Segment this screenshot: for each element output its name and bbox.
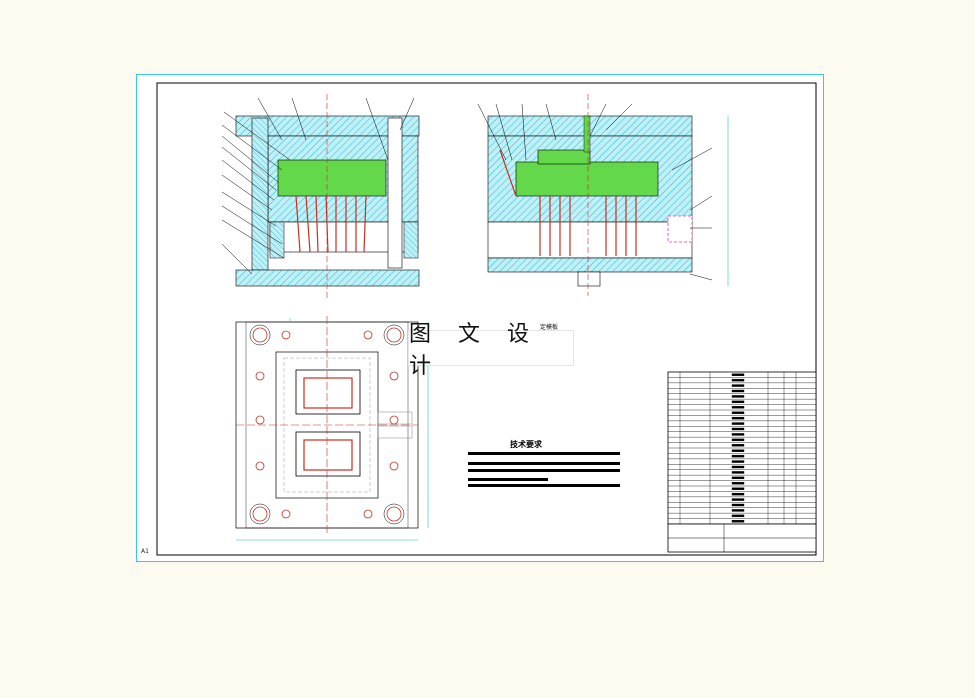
table-cell-mark [731,449,745,452]
table-cell-mark [731,492,745,496]
technical-notes-title: 技术要求 [510,440,542,449]
table-cell-mark [731,400,745,404]
parts-list-table [667,371,817,553]
table-cell-mark [731,460,745,463]
table-cell-mark [731,384,745,387]
table-cell-mark [731,389,745,393]
right-section-view [477,94,729,296]
plan-label: 定模板 [540,324,559,331]
table-cell-mark [731,476,745,480]
inner-frame [156,82,817,556]
watermark-text: 图 文 设 计 [408,322,574,379]
table-cell-mark [731,411,745,414]
sheet-id-label: A1 [141,548,149,555]
table-cell-mark [731,395,745,398]
plan-view [235,316,429,541]
table-cell-mark [731,422,745,425]
table-cell-mark [731,416,745,420]
table-cell-mark [731,471,745,474]
table-cell-mark [731,503,745,507]
table-cell-mark [731,454,745,458]
table-cell-mark [731,498,745,501]
table-cell-mark [731,438,745,442]
technical-notes [468,452,620,487]
table-cell-mark [731,509,745,512]
table-cell-mark [731,482,745,485]
table-cell-mark [731,465,745,469]
table-cell-mark [731,373,745,376]
table-cell-mark [731,406,745,409]
table-cell-mark [731,444,745,447]
table-cell-mark [731,427,745,431]
table-cell-mark [731,520,745,523]
table-cell-mark [731,433,745,436]
table-cell-mark [731,487,745,490]
table-cell-mark [731,378,745,382]
left-section-view [221,94,420,300]
table-cell-mark [731,514,745,518]
